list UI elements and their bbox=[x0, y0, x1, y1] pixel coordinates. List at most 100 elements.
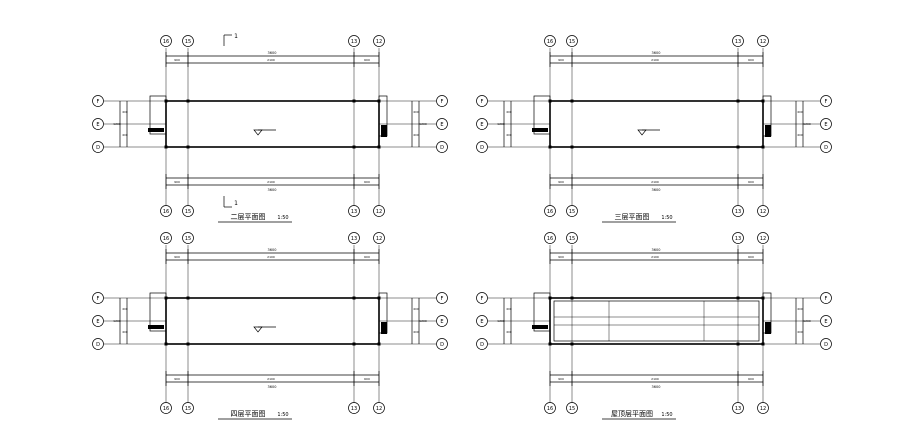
level-marker-icon bbox=[637, 129, 647, 136]
column-bottom-0 bbox=[164, 342, 168, 346]
axis-bubble-bottom-1-label: 15 bbox=[569, 406, 575, 412]
axis-bubble-left-0-circle bbox=[476, 95, 488, 107]
dim-bay-left-top: 900 bbox=[174, 255, 180, 259]
axis-bubble-top-0-circle bbox=[160, 35, 172, 47]
dim-bay-right-bottom: 600 bbox=[364, 180, 370, 184]
wall-solid-left bbox=[148, 325, 164, 329]
plan-scale: 1:50 bbox=[661, 412, 672, 418]
axis-bubble-top-3-label: 12 bbox=[760, 236, 766, 242]
dim-right-sub-top: 600 bbox=[798, 110, 803, 114]
column-top-3 bbox=[377, 296, 381, 300]
axis-bubble-right-2-circle bbox=[820, 338, 832, 350]
building-wall-outline bbox=[165, 100, 380, 148]
column-top-2 bbox=[352, 99, 356, 103]
column-top-0 bbox=[548, 296, 552, 300]
axis-bubble-top-2-label: 13 bbox=[351, 236, 357, 242]
column-top-2 bbox=[736, 296, 740, 300]
plan-title: 四层平面图 bbox=[231, 410, 266, 418]
plan-scale: 1:50 bbox=[277, 412, 288, 418]
axis-bubble-bottom-1-circle bbox=[566, 402, 578, 414]
dim-bay-right-bottom: 600 bbox=[748, 180, 754, 184]
dim-bay-mid-bottom: 2100 bbox=[267, 377, 275, 381]
column-top-3 bbox=[761, 296, 765, 300]
axis-bubble-right-0-circle bbox=[820, 292, 832, 304]
dim-bay-mid-bottom: 2100 bbox=[651, 180, 659, 184]
dim-overall-bottom: 3600 bbox=[268, 188, 277, 192]
stair-block-left bbox=[533, 95, 551, 135]
axis-bubble-top-1-circle bbox=[566, 35, 578, 47]
dim-bay-mid-bottom: 2100 bbox=[651, 377, 659, 381]
dim-bay-left-bottom: 900 bbox=[174, 180, 180, 184]
wall-solid-left bbox=[532, 128, 548, 132]
dim-right-sub-bot: 600 bbox=[798, 133, 803, 137]
column-bottom-1 bbox=[570, 145, 574, 149]
axis-bubble-left-1-circle bbox=[92, 118, 104, 130]
axis-bubble-right-1-label: E bbox=[440, 122, 443, 128]
dim-bay-mid-top: 2100 bbox=[267, 255, 275, 259]
column-bottom-3 bbox=[761, 342, 765, 346]
axis-bubble-left-2-label: D bbox=[96, 342, 100, 348]
axis-bubble-left-0-circle bbox=[92, 292, 104, 304]
axis-bubble-top-2-circle bbox=[348, 35, 360, 47]
level-marker-icon bbox=[253, 326, 263, 333]
dim-overall-bottom: 3600 bbox=[652, 385, 661, 389]
axis-bubble-right-2-label: D bbox=[824, 342, 828, 348]
wall-solid-right bbox=[765, 125, 771, 137]
dim-left-sub-top: 600 bbox=[507, 307, 512, 311]
dim-left-span: 1200 bbox=[113, 122, 121, 126]
axis-bubble-bottom-1-circle bbox=[566, 205, 578, 217]
axis-bubble-bottom-2-circle bbox=[348, 402, 360, 414]
stair-block-left bbox=[149, 95, 167, 135]
dim-right-span: 1200 bbox=[803, 319, 811, 323]
axis-bubble-left-1-label: E bbox=[96, 319, 99, 325]
column-top-1 bbox=[570, 296, 574, 300]
axis-bubble-top-1-circle bbox=[182, 232, 194, 244]
axis-bubble-left-2-circle bbox=[92, 338, 104, 350]
axis-bubble-bottom-2-label: 13 bbox=[735, 209, 741, 215]
dim-bay-left-bottom: 900 bbox=[558, 180, 564, 184]
axis-bubble-right-2-circle bbox=[820, 141, 832, 153]
dim-bay-left-bottom: 900 bbox=[558, 377, 564, 381]
axis-bubble-bottom-0-circle bbox=[160, 402, 172, 414]
section-cut-mark: 11 bbox=[223, 33, 238, 208]
axis-bubble-left-2-circle bbox=[92, 141, 104, 153]
stair-block-left bbox=[533, 292, 551, 332]
dim-left-span: 1200 bbox=[497, 319, 505, 323]
column-bottom-2 bbox=[352, 342, 356, 346]
wall-solid-right bbox=[765, 322, 771, 334]
axis-bubble-left-1-circle bbox=[476, 118, 488, 130]
wall-solid-right bbox=[381, 322, 387, 334]
axis-bubble-right-0-label: F bbox=[441, 296, 444, 302]
axis-bubble-bottom-1-circle bbox=[182, 402, 194, 414]
axis-bubble-left-0-label: F bbox=[97, 296, 100, 302]
axis-bubble-top-2-label: 13 bbox=[735, 39, 741, 45]
axis-bubble-bottom-0-label: 16 bbox=[547, 209, 553, 215]
axis-bubble-bottom-2-circle bbox=[732, 402, 744, 414]
dim-bay-left-top: 900 bbox=[558, 255, 564, 259]
axis-bubble-bottom-1-circle bbox=[182, 205, 194, 217]
dim-bay-right-top: 600 bbox=[364, 58, 370, 62]
axis-bubble-top-0-label: 16 bbox=[163, 39, 169, 45]
dim-bay-mid-top: 2100 bbox=[651, 58, 659, 62]
axis-bubble-bottom-3-label: 12 bbox=[760, 406, 766, 412]
column-bottom-1 bbox=[186, 342, 190, 346]
building-wall-outline bbox=[549, 297, 764, 345]
column-top-2 bbox=[352, 296, 356, 300]
dim-bay-right-bottom: 600 bbox=[364, 377, 370, 381]
axis-bubble-bottom-1-label: 15 bbox=[185, 406, 191, 412]
dim-bay-mid-bottom: 2100 bbox=[267, 180, 275, 184]
axis-bubble-bottom-3-label: 12 bbox=[376, 209, 382, 215]
cut-mark-bottom-label: 1 bbox=[234, 200, 238, 207]
plan-title: 屋顶层平面图 bbox=[611, 410, 653, 418]
axis-bubble-right-0-circle bbox=[820, 95, 832, 107]
axis-bubble-top-2-label: 13 bbox=[735, 236, 741, 242]
dim-overall-bottom: 3600 bbox=[652, 188, 661, 192]
axis-bubble-bottom-3-label: 12 bbox=[760, 209, 766, 215]
dim-bay-right-bottom: 600 bbox=[748, 377, 754, 381]
roof-parapet-inner bbox=[553, 300, 760, 342]
dim-right-sub-top: 600 bbox=[414, 110, 419, 114]
axis-bubble-bottom-0-circle bbox=[544, 402, 556, 414]
